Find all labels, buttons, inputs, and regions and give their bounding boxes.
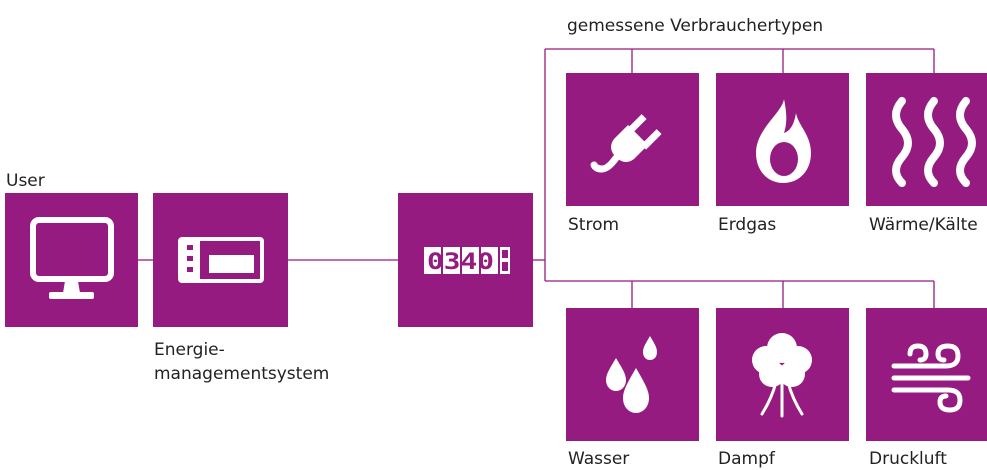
consumer-box-druckluft: [866, 308, 987, 441]
energy-meter-box: 0340: [398, 193, 533, 327]
control-unit-icon: [178, 237, 264, 283]
monitor-icon: [30, 217, 114, 299]
consumer-box-erdgas: [716, 73, 849, 206]
ems-label-line1: Energie-: [154, 340, 225, 360]
consumer-label-strom: Strom: [568, 215, 620, 235]
user-label: User: [6, 171, 45, 191]
consumers-title: gemessene Verbrauchertypen: [567, 16, 824, 36]
consumer-box-wasser: [566, 308, 699, 441]
water-drops-icon: [606, 336, 657, 413]
consumer-label-erdgas: Erdgas: [718, 215, 777, 235]
consumer-box-dampf: [716, 308, 849, 441]
plug-icon: [590, 114, 662, 173]
steam-icon: [752, 333, 812, 418]
ems-label-line2: managementsystem: [154, 364, 330, 384]
consumer-label-waerme-kaelte: Wärme/Kälte: [869, 215, 978, 235]
meter-digits: 0340: [427, 250, 494, 275]
heat-waves-icon: [892, 97, 976, 187]
compressed-air-icon: [891, 343, 971, 413]
consumer-box-strom: [566, 73, 699, 206]
consumer-box-waerme-kaelte: [866, 73, 987, 206]
consumer-label-wasser: Wasser: [568, 449, 630, 469]
meter-counter-icon: 0340: [424, 247, 510, 275]
consumer-label-druckluft: Druckluft: [869, 449, 947, 469]
energy-management-system-box: [153, 193, 288, 327]
flame-icon: [756, 99, 811, 183]
user-computer-box: [5, 193, 138, 327]
consumer-label-dampf: Dampf: [718, 449, 775, 469]
